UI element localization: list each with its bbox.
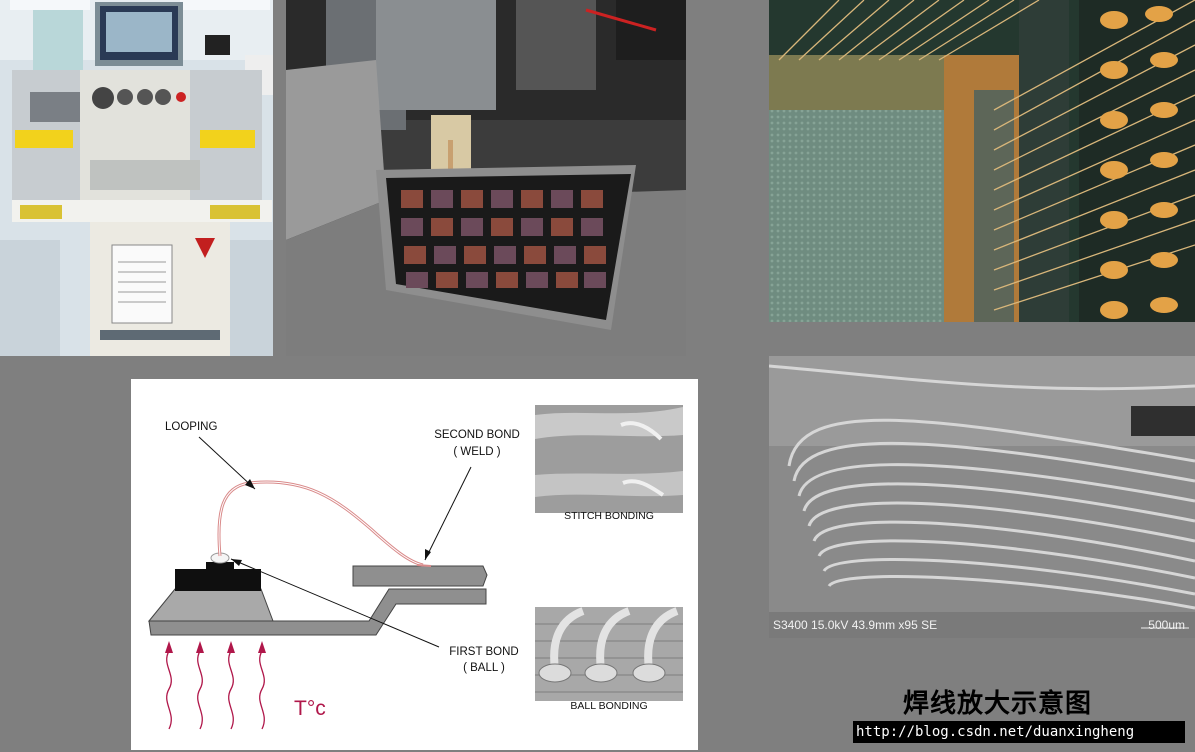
die-bond-wires-photo [769, 0, 1195, 322]
second-bond-sub-label: ( WELD ) [453, 446, 501, 458]
caption-url-watermark: http://blog.csdn.net/duanxingheng [853, 721, 1185, 743]
temperature-label: T°c [294, 697, 326, 720]
bond-head-leadframe-photo [286, 0, 686, 356]
first-bond-sub-label: ( BALL ) [463, 662, 505, 674]
second-bond-label: SECOND BOND [434, 429, 520, 441]
sem-info-text: S3400 15.0kV 43.9mm x95 SE [773, 618, 938, 632]
stitch-bonding-label: STITCH BONDING [564, 510, 654, 522]
first-bond-label: FIRST BOND [449, 646, 519, 658]
sem-wire-loops-photo: S3400 15.0kV 43.9mm x95 SE 500um [769, 356, 1195, 638]
wire-bonding-diagram: LOOPING SECOND BOND ( WELD ) FIRST BOND … [131, 379, 698, 750]
ball-bonding-label: BALL BONDING [570, 700, 648, 712]
sem-scale-text: 500um [1148, 618, 1185, 632]
wire-bonder-machine-photo [0, 0, 273, 356]
caption-title: 焊线放大示意图 [903, 689, 1093, 719]
looping-label: LOOPING [165, 421, 218, 433]
